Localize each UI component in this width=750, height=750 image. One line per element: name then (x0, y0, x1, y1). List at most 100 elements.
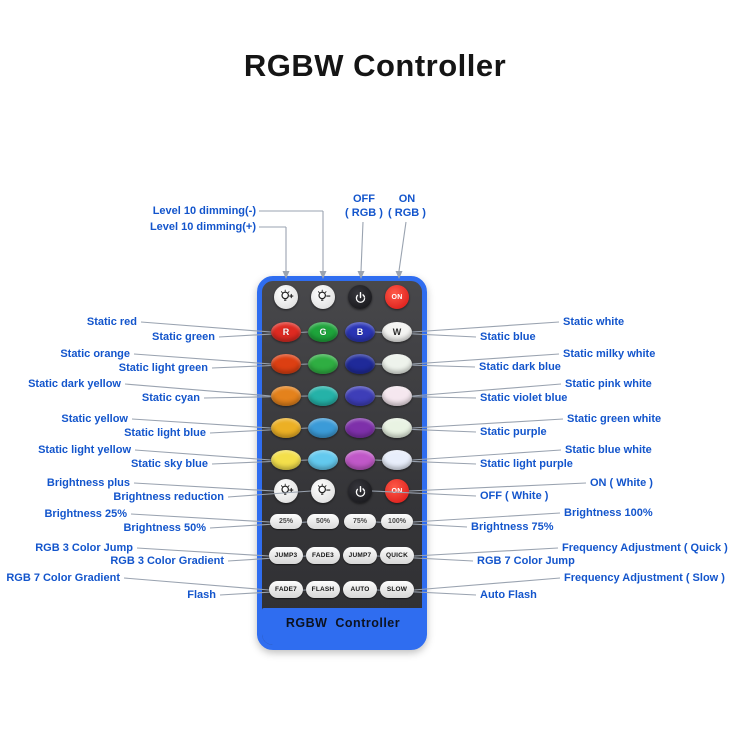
color-button-letter: G (319, 327, 327, 337)
percent-button-75[interactable]: 75% (344, 514, 376, 529)
callout-static-purple: Static purple (480, 426, 547, 438)
off-white-button[interactable] (348, 479, 372, 503)
mode-button-jump3[interactable]: JUMP3 (269, 547, 303, 564)
callout-brightness-reduction: Brightness reduction (113, 491, 224, 503)
callout-static-green: Static green (152, 331, 215, 343)
color-button-row5-col2[interactable] (308, 450, 338, 470)
percent-button-50[interactable]: 50% (307, 514, 339, 529)
bulb-minus-icon (317, 483, 331, 495)
power-icon (355, 485, 365, 497)
color-button-row5-col3[interactable] (345, 450, 375, 470)
callout-static-red: Static red (86, 316, 137, 328)
color-button-row3-col1[interactable] (271, 386, 301, 406)
connector-line (398, 221, 407, 272)
color-button-row5-col1[interactable] (271, 450, 301, 470)
callout-static-green-white: Static green white (567, 413, 662, 425)
brightness-reduction-button[interactable] (311, 479, 335, 503)
color-button-row1-col1[interactable]: R (271, 322, 301, 342)
color-button-row4-col3[interactable] (345, 418, 375, 438)
remote-brand-strip: RGBW Controller (262, 608, 424, 645)
color-button-row1-col4[interactable]: W (382, 322, 412, 342)
callout-static-dark-blue: Static dark blue (479, 361, 561, 373)
color-button-row2-col4[interactable] (382, 354, 412, 374)
callout-static-milky-white: Static milky white (563, 348, 656, 360)
color-button-row2-col2[interactable] (308, 354, 338, 374)
level-dim-minus-button[interactable] (311, 285, 335, 309)
callout-static-light-yellow: Static light yellow (38, 444, 131, 456)
callout-static-cyan: Static cyan (141, 392, 200, 404)
callout-on-rgb-title: ON (398, 193, 416, 205)
mode-button-flash[interactable]: FLASH (306, 581, 340, 598)
callout-static-light-purple: Static light purple (480, 458, 573, 470)
callout-frequency-adjustment-quick: Frequency Adjustment ( Quick ) (562, 542, 728, 554)
callout-static-blue-white: Static blue white (565, 444, 652, 456)
mode-button-auto[interactable]: AUTO (343, 581, 377, 598)
callout-static-light-blue: Static light blue (124, 427, 206, 439)
callout-brightness-75: Brightness 75% (471, 521, 554, 533)
on-rgb-button[interactable]: ON (385, 285, 409, 309)
callout-flash: Flash (187, 589, 216, 601)
callout-rgb-3-color-gradient: RGB 3 Color Gradient (110, 555, 224, 567)
callout-off-white: OFF ( White ) (480, 490, 549, 502)
color-button-row3-col4[interactable] (382, 386, 412, 406)
callout-static-dark-yellow: Static dark yellow (28, 378, 121, 390)
callout-static-light-green: Static light green (118, 362, 208, 374)
callout-static-blue: Static blue (480, 331, 536, 343)
callout-static-orange: Static orange (60, 348, 130, 360)
mode-button-slow[interactable]: SLOW (380, 581, 414, 598)
callout-static-yellow: Static yellow (61, 413, 128, 425)
off-rgb-button[interactable] (348, 285, 372, 309)
bulb-minus-icon (317, 289, 331, 301)
color-button-row4-col2[interactable] (308, 418, 338, 438)
connector-line (360, 221, 364, 272)
callout-brightness-100: Brightness 100% (564, 507, 653, 519)
callout-brightness-plus: Brightness plus (46, 477, 130, 489)
on-button-label: ON (391, 293, 403, 301)
remote-brand-label: RGBW Controller (285, 616, 401, 630)
color-button-row5-col4[interactable] (382, 450, 412, 470)
level-dim-plus-button[interactable] (274, 285, 298, 309)
color-button-row2-col1[interactable] (271, 354, 301, 374)
mode-button-jump7[interactable]: JUMP7 (343, 547, 377, 564)
color-button-letter: B (356, 327, 364, 337)
callout-off-rgb: OFF ( RGB ) (340, 192, 388, 220)
callout-brightness-25: Brightness 25% (44, 508, 127, 520)
color-button-row4-col1[interactable] (271, 418, 301, 438)
color-button-row3-col3[interactable] (345, 386, 375, 406)
callout-static-pink-white: Static pink white (565, 378, 652, 390)
mode-button-quick[interactable]: QUICK (380, 547, 414, 564)
mode-button-fade7[interactable]: FADE7 (269, 581, 303, 598)
callout-level-10-dimming-minus: Level 10 dimming(-) (152, 205, 256, 217)
brightness-plus-button[interactable] (274, 479, 298, 503)
callout-static-sky-blue: Static sky blue (130, 458, 208, 470)
color-button-row2-col3[interactable] (345, 354, 375, 374)
callout-on-rgb: ON ( RGB ) (383, 192, 431, 220)
bulb-plus-icon (280, 483, 294, 495)
on-white-button[interactable]: ON (385, 479, 409, 503)
bulb-plus-icon (280, 289, 294, 301)
color-button-letter: W (392, 327, 402, 337)
color-button-row1-col2[interactable]: G (308, 322, 338, 342)
callout-static-violet-blue: Static violet blue (480, 392, 568, 404)
callout-off-rgb-sub: ( RGB ) (345, 207, 383, 219)
page-title: RGBW Controller (243, 48, 507, 83)
callout-static-white: Static white (563, 316, 625, 328)
callout-on-white: ON ( White ) (590, 477, 653, 489)
callout-brightness-50: Brightness 50% (123, 522, 206, 534)
callout-rgb-3-color-jump: RGB 3 Color Jump (35, 542, 133, 554)
callout-rgb-7-color-jump: RGB 7 Color Jump (477, 555, 575, 567)
mode-button-fade3[interactable]: FADE3 (306, 547, 340, 564)
callout-level-10-dimming-plus: Level 10 dimming(+) (149, 221, 256, 233)
color-button-letter: R (282, 327, 290, 337)
callout-auto-flash: Auto Flash (480, 589, 537, 601)
on-button-label: ON (391, 487, 403, 495)
percent-button-25[interactable]: 25% (270, 514, 302, 529)
color-button-row1-col3[interactable]: B (345, 322, 375, 342)
color-button-row3-col2[interactable] (308, 386, 338, 406)
power-icon (355, 291, 365, 303)
color-button-row4-col4[interactable] (382, 418, 412, 438)
percent-button-100[interactable]: 100% (381, 514, 413, 529)
callout-off-rgb-title: OFF (353, 193, 375, 205)
callout-rgb-7-color-gradient: RGB 7 Color Gradient (6, 572, 120, 584)
